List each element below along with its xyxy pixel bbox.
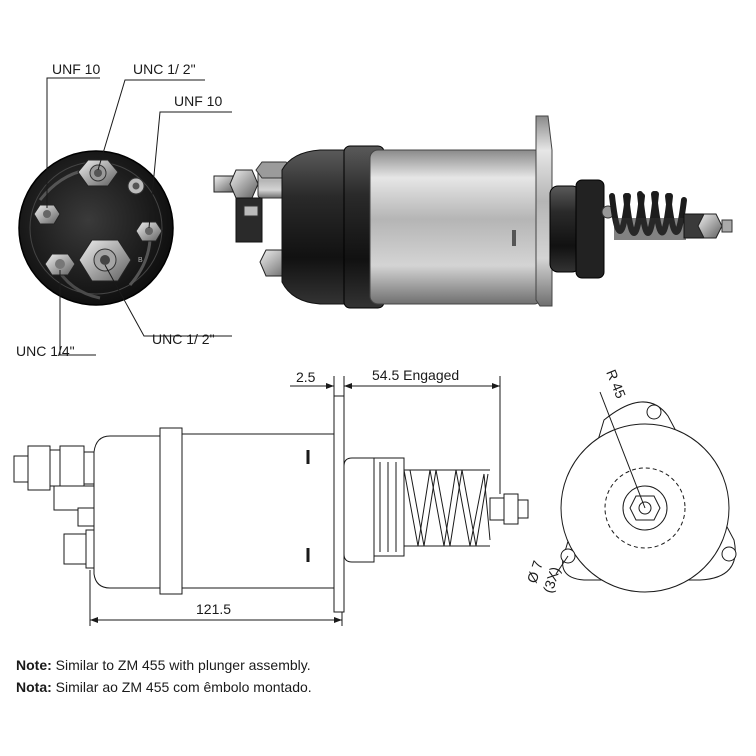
note-en-label: Note: [16, 657, 52, 673]
front-view-drawing [560, 401, 737, 593]
note-portuguese: Nota: Similar ao ZM 455 com êmbolo monta… [16, 678, 312, 696]
mount-hole-right [721, 546, 737, 562]
dimension-arrows [90, 383, 500, 623]
note-en-text: Similar to ZM 455 with plunger assembly. [55, 657, 311, 673]
stud-left-small [33, 204, 61, 225]
label-unf10-left: UNF 10 [52, 61, 100, 77]
svg-text:B: B [138, 257, 143, 264]
stud-right-small [135, 221, 163, 242]
note-pt-text: Similar ao ZM 455 com êmbolo montado. [55, 679, 312, 695]
dim-radius: R 45 [603, 367, 629, 401]
plunger-spring-drawing [403, 469, 491, 547]
stud-quarter [44, 253, 76, 276]
note-english: Note: Similar to ZM 455 with plunger ass… [16, 656, 311, 674]
stud-bottom-large [78, 239, 132, 282]
dim-body-length: 121.5 [196, 601, 231, 617]
dim-engaged-length: 54.5 Engaged [372, 367, 459, 383]
label-unc-half-bottom: UNC 1/ 2" [152, 331, 215, 347]
label-unf10-right: UNF 10 [174, 93, 222, 109]
solenoid-side-photo [213, 115, 733, 309]
stud-top-large [77, 159, 119, 187]
terminal-end-photo: B [18, 150, 174, 306]
note-pt-label: Nota: [16, 679, 52, 695]
side-view-drawing [13, 395, 529, 613]
label-unc-half-top: UNC 1/ 2" [133, 61, 196, 77]
label-unc-quarter: UNC 1/4" [16, 343, 75, 359]
dim-hole-count: (3X) [540, 565, 563, 595]
front-view-leaders [555, 391, 646, 575]
dim-hole-diameter: Ø 7 [524, 558, 546, 585]
dim-flange-thickness: 2.5 [296, 369, 316, 385]
mount-hole-top [646, 404, 662, 420]
label-leaders [46, 77, 232, 356]
